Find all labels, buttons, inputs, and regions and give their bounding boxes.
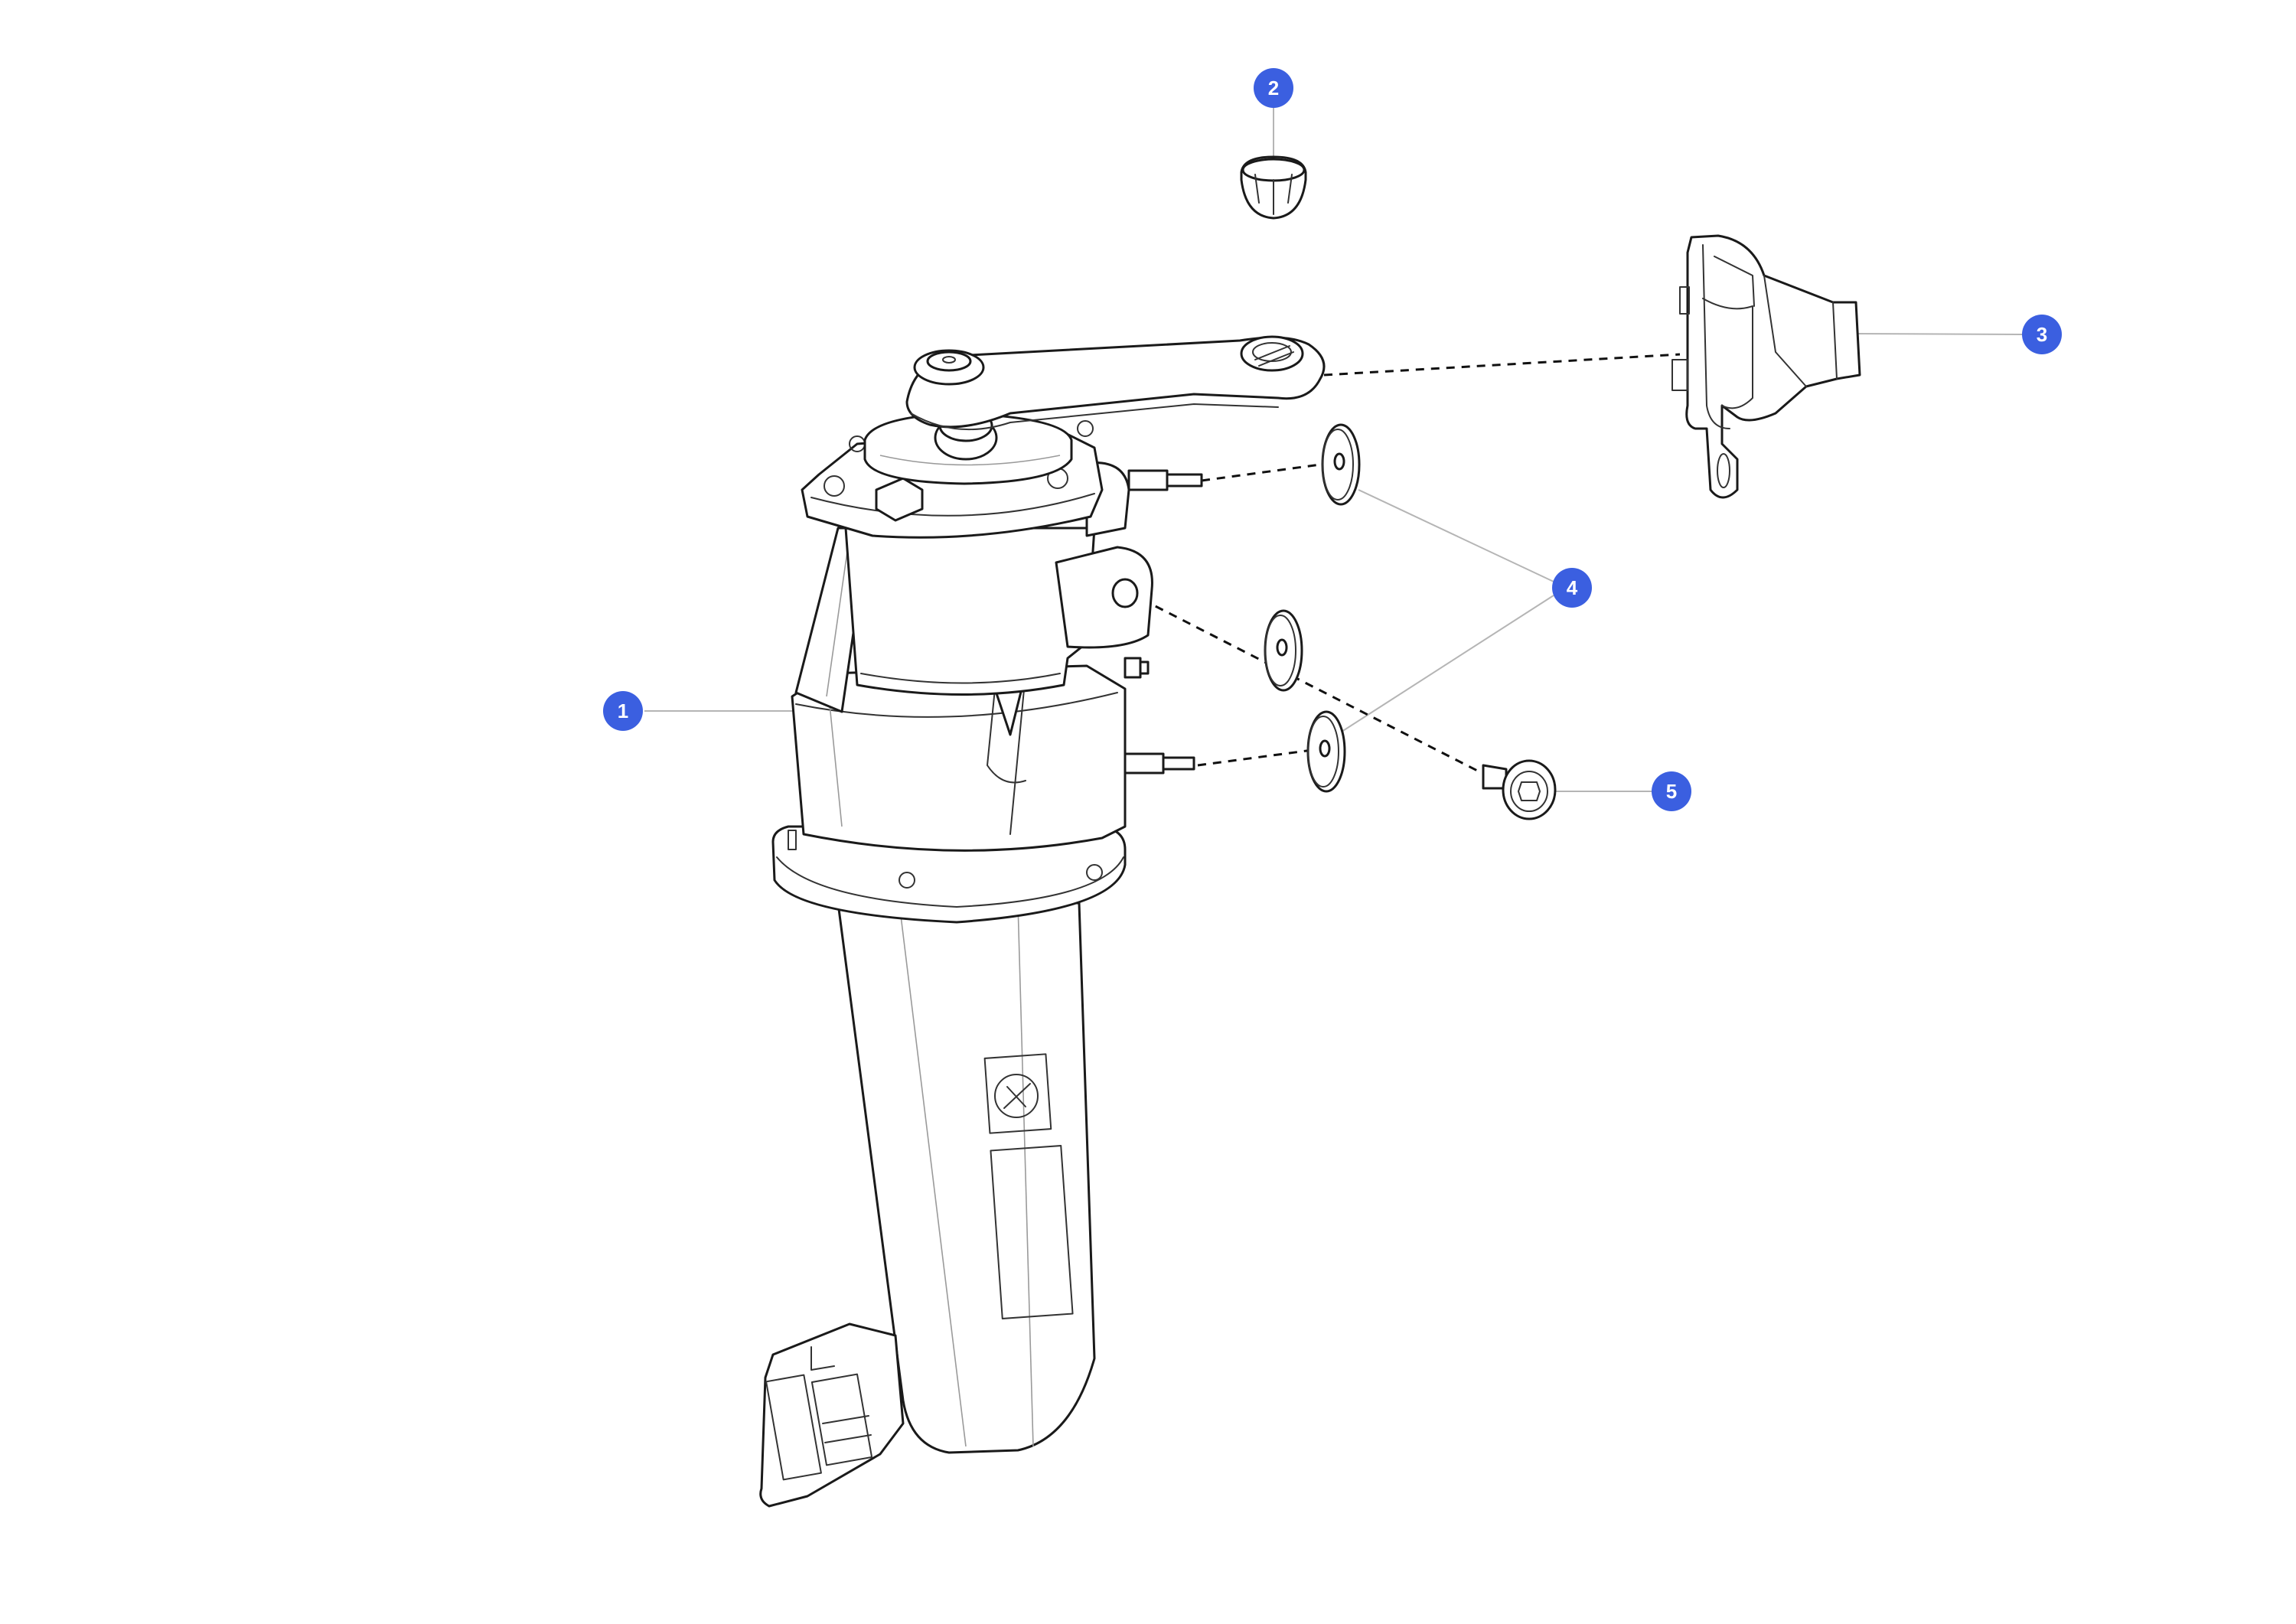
end-cap-part xyxy=(1240,155,1307,220)
callout-5: 5 xyxy=(1652,771,1691,811)
boot-bracket-part xyxy=(1671,234,1861,499)
washer-middle xyxy=(1264,609,1303,692)
callout-1: 1 xyxy=(603,691,643,731)
actuator-body xyxy=(759,409,1203,1508)
assembly-line-rod-to-cap xyxy=(1323,353,1681,377)
assembly-line-upper-stud xyxy=(1201,461,1332,482)
assembly-line-lower-stud xyxy=(1197,748,1313,767)
callout-4-circle xyxy=(1552,568,1592,608)
callout-5-circle xyxy=(1652,771,1691,811)
callout-3-number: 3 xyxy=(2037,323,2047,346)
callout-2-number: 2 xyxy=(1268,77,1279,99)
leader-line-4a xyxy=(1358,489,1554,582)
callout-1-circle xyxy=(603,691,643,731)
callout-3: 3 xyxy=(2022,315,2062,354)
callout-5-number: 5 xyxy=(1666,780,1677,803)
screw-part xyxy=(1482,759,1557,820)
washer-top xyxy=(1321,423,1361,506)
assembly-line-screw xyxy=(1141,598,1486,776)
leader-lines xyxy=(644,107,2023,792)
leader-line-4b xyxy=(1339,595,1554,734)
crank-arm xyxy=(905,335,1326,431)
callout-3-circle xyxy=(2022,315,2062,354)
washer-bottom xyxy=(1306,710,1346,793)
callout-4-number: 4 xyxy=(1567,576,1578,599)
assembly-lines xyxy=(1141,353,1681,776)
callout-2: 2 xyxy=(1254,68,1293,108)
washer-parts xyxy=(1264,423,1361,793)
callout-1-number: 1 xyxy=(618,699,628,722)
callout-2-circle xyxy=(1254,68,1293,108)
callout-4: 4 xyxy=(1552,568,1592,608)
